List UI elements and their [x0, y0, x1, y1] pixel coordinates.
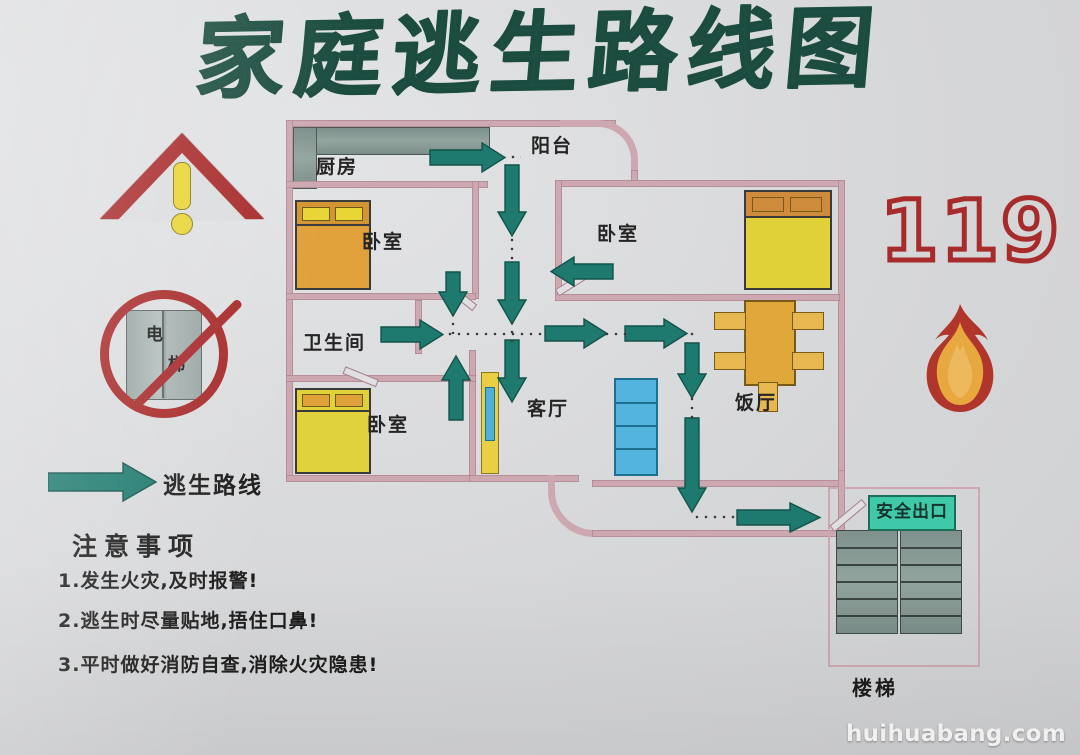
route-dotted-segment	[690, 515, 740, 519]
sofa	[614, 378, 658, 476]
dining-chair	[714, 312, 746, 330]
note-item: 1.发生火灾,及时报警!	[58, 570, 259, 592]
exit-sign: 安全出口	[868, 495, 956, 531]
route-dotted-segment	[505, 155, 521, 159]
room-label-bathroom: 卫生间	[303, 332, 367, 354]
room-label-diningroom: 饭厅	[735, 392, 778, 414]
watermark: huihuabang.com	[845, 721, 1066, 747]
route-dotted-segment	[685, 332, 699, 336]
bed-bottom-left	[295, 388, 371, 474]
route-dotted-segment	[690, 396, 694, 420]
stairs-label: 楼梯	[852, 676, 898, 700]
note-item: 3.平时做好消防自查,消除火灾隐患!	[58, 654, 379, 676]
notes-title: 注意事项	[72, 532, 201, 561]
room-label-bedroom-bottom-left: 卧室	[367, 414, 410, 436]
legend-label: 逃生路线	[163, 473, 263, 499]
dining-chair	[792, 352, 824, 370]
dining-table	[744, 300, 796, 386]
room-label-kitchen: 厨房	[316, 156, 359, 178]
dining-chair	[714, 352, 746, 370]
dining-chair	[792, 312, 824, 330]
route-dotted-segment	[605, 332, 627, 336]
emergency-number: 119	[877, 182, 1062, 280]
stair-flight-right	[900, 530, 962, 634]
dining-chair	[758, 382, 778, 412]
stairwell	[828, 487, 980, 667]
flame-icon	[905, 300, 1015, 420]
room-label-bedroom-top-left: 卧室	[362, 231, 405, 253]
window-curtain	[481, 372, 499, 474]
route-dotted-segment	[510, 234, 514, 264]
stair-flight-left	[836, 530, 898, 634]
exclamation-bar-icon	[173, 162, 191, 210]
route-dotted-segment	[443, 332, 547, 336]
room-label-livingroom: 客厅	[527, 398, 570, 420]
kitchen-counter-side	[293, 127, 317, 189]
route-dotted-segment	[451, 314, 455, 334]
note-item: 2.逃生时尽量贴地,捂住口鼻!	[58, 610, 319, 632]
room-label-bedroom-top-right: 卧室	[597, 223, 640, 245]
exclamation-dot-icon	[171, 213, 193, 235]
bed-top-left	[295, 200, 371, 290]
bed-top-right	[744, 190, 832, 290]
room-label-balcony: 阳台	[531, 135, 574, 157]
